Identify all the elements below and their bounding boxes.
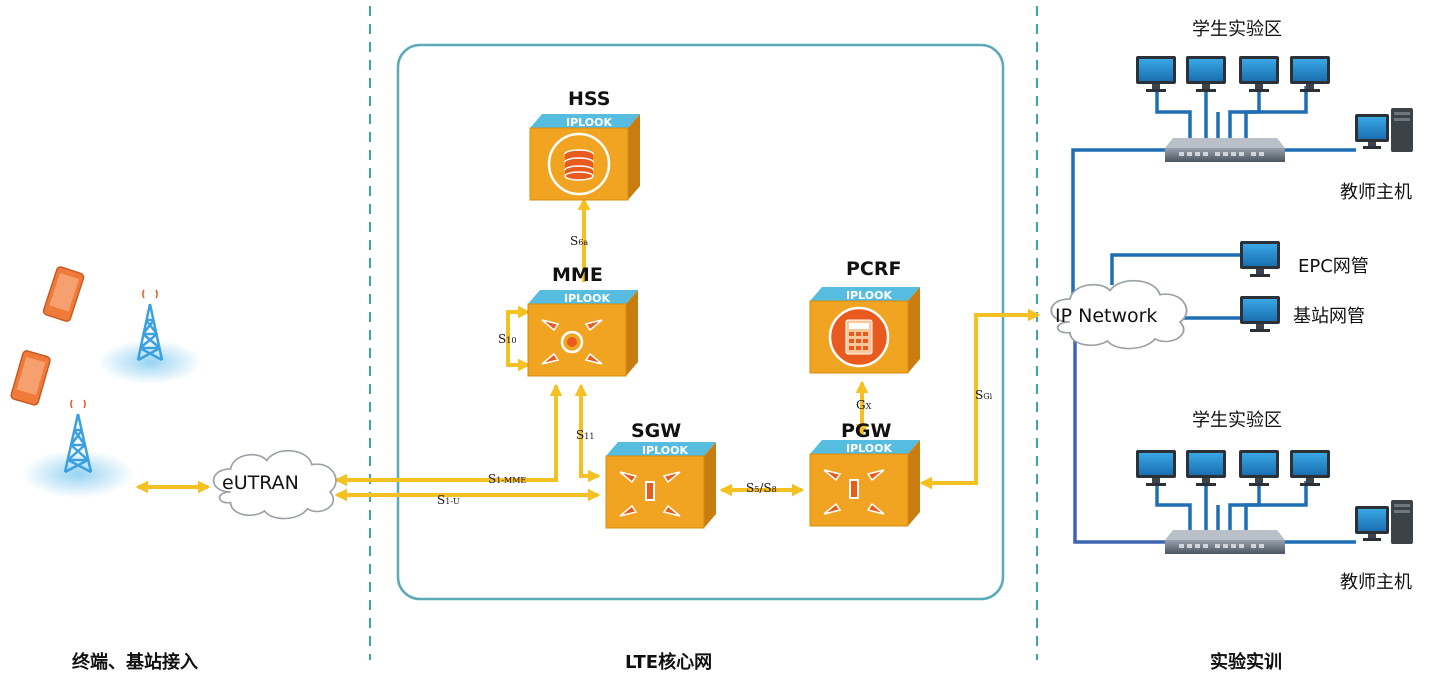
brand-labels: IPLOOK IPLOOK IPLOOK IPLOOK IPLOOK (564, 116, 892, 457)
pcrf-brand: IPLOOK (846, 289, 892, 302)
link-ipnet-switch-bottom (1073, 340, 1168, 544)
pgw-node (809, 439, 921, 527)
router-icon (823, 469, 885, 515)
teacher-host-top-label: 教师主机 (1340, 182, 1412, 203)
link-s11 (574, 383, 601, 483)
enb-mgmt-label: 基站网管 (1293, 306, 1365, 327)
monitor-icon (1239, 56, 1279, 92)
switch-icon (1165, 138, 1285, 162)
link-ipnet-epc (1110, 253, 1243, 285)
hss-label: HSS (568, 88, 611, 110)
sgw-label: SGW (631, 420, 682, 442)
iface-s5-s8: S5/S8 (746, 481, 777, 495)
iface-s1-mme: S1-MME (488, 472, 527, 486)
hss-brand: IPLOOK (566, 116, 612, 129)
core-links (135, 197, 1041, 502)
section-training: 实验实训 (1210, 652, 1282, 673)
student-zone-bottom-label: 学生实验区 (1192, 410, 1282, 431)
iface-gx: GX (856, 398, 872, 412)
pgw-label: PGW (841, 420, 892, 442)
iface-sgi: SGi (975, 388, 993, 402)
monitor-icon (1136, 450, 1176, 486)
sgw-node (605, 441, 717, 529)
student-zone-top-label: 学生实验区 (1192, 19, 1282, 40)
phone-icon (10, 350, 51, 406)
mme-node (527, 289, 639, 377)
iface-s6a: S6a (570, 234, 589, 248)
student-monitors-top (1136, 56, 1330, 92)
monitor-icon (1186, 56, 1226, 92)
monitor-icon (1240, 241, 1280, 277)
monitor-icon (1186, 450, 1226, 486)
cell-tower-icon (98, 289, 202, 384)
teacher-host-bottom-label: 教师主机 (1340, 572, 1412, 593)
cell-tower-icon (22, 399, 134, 498)
pgw-brand: IPLOOK (846, 442, 892, 455)
eutran-label: eUTRAN (222, 472, 299, 494)
phone-icon (42, 266, 85, 322)
sgw-brand: IPLOOK (642, 444, 688, 457)
pc-tower-icon (1355, 108, 1413, 152)
student-monitors-bottom (1136, 450, 1330, 486)
pcrf-label: PCRF (846, 258, 902, 280)
pc-tower-icon (1355, 500, 1413, 544)
calculator-icon (828, 306, 890, 368)
link-sgi (919, 308, 1041, 490)
iface-s10: S10 (498, 332, 517, 346)
iface-s1-u: S1-U (437, 493, 460, 507)
switch-icon (1165, 530, 1285, 554)
monitor-icon (1290, 56, 1330, 92)
monitor-icon (1240, 296, 1280, 332)
database-icon (547, 132, 611, 196)
epc-mgmt-label: EPC网管 (1298, 256, 1369, 277)
mme-brand: IPLOOK (564, 292, 610, 305)
section-access: 终端、基站接入 (72, 652, 198, 673)
monitor-icon (1290, 450, 1330, 486)
router-icon (541, 319, 603, 365)
link-s10 (506, 305, 531, 372)
mme-label: MME (552, 264, 603, 286)
router-icon (619, 471, 681, 517)
iface-s11: S11 (576, 428, 595, 442)
training-links (1071, 86, 1356, 544)
section-core: LTE核心网 (625, 652, 713, 673)
ip-network-label: IP Network (1055, 305, 1158, 327)
pcrf-node (809, 286, 921, 374)
hss-node (529, 113, 641, 201)
monitor-icon (1239, 450, 1279, 486)
link-s1-mme (334, 383, 563, 487)
link-ipnet-switch-top (1071, 148, 1168, 300)
monitor-icon (1136, 56, 1176, 92)
